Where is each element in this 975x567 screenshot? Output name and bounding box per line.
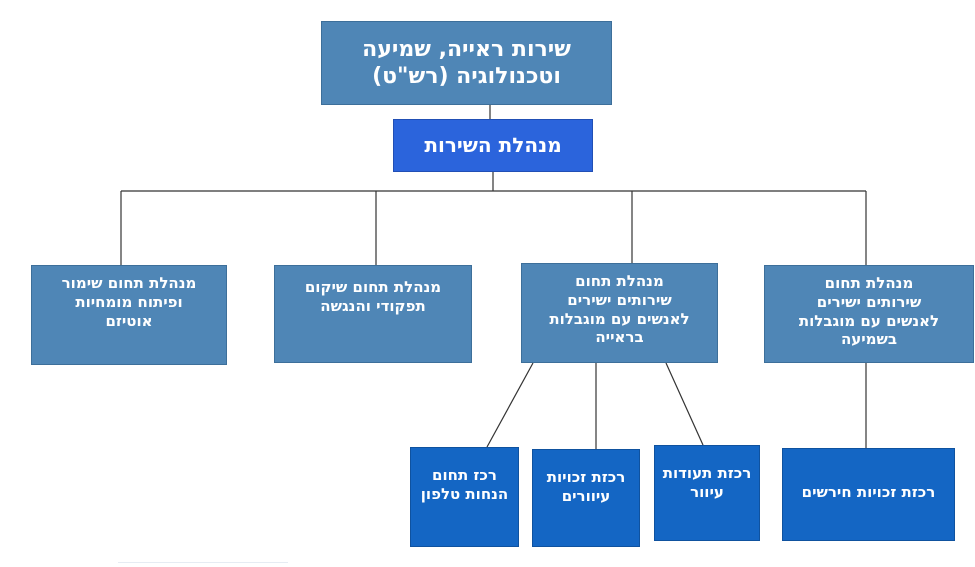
unit-node-deaf-rights-label: רכזת זכויות חירשים xyxy=(801,483,936,501)
unit-node-blind-rights-label: רכזת זכויות עיוורים xyxy=(546,468,626,505)
unit-node-blind-certificates: רכזת תעודות עיוור xyxy=(654,445,760,541)
branch-node-hearing: מנהלת תחום שירותים ישירים לאנשים עם מוגב… xyxy=(764,265,974,363)
branch-node-rehab-label: מנהלת תחום שיקום תפקודי והנגשה xyxy=(304,278,442,315)
branch-node-vision-label: מנהלת תחום שירותים ישירים לאנשים עם מוגב… xyxy=(549,272,690,347)
branch-node-vision: מנהלת תחום שירותים ישירים לאנשים עם מוגב… xyxy=(521,263,718,363)
management-node: מנהלת השירות xyxy=(393,119,593,172)
top-node-service-title: שירות ראייה, שמיעה וטכנולוגיה (רש"ט) xyxy=(321,21,612,105)
branch-node-autism: מנהלת תחום שימור ופיתוח מומחיות אוטיזם xyxy=(31,265,227,365)
unit-node-phone-guidance-label: רכז תחום הנחות טלפון xyxy=(420,466,509,503)
connector-vision-to-phone-guidance xyxy=(486,362,534,448)
branch-node-autism-label: מנהלת תחום שימור ופיתוח מומחיות אוטיזם xyxy=(61,274,197,330)
unit-node-phone-guidance: רכז תחום הנחות טלפון xyxy=(410,447,519,547)
connector-vision-to-blind-certificates xyxy=(665,362,704,446)
top-node-label: שירות ראייה, שמיעה וטכנולוגיה (רש"ט) xyxy=(362,36,571,90)
unit-node-blind-certificates-label: רכזת תעודות עיוור xyxy=(662,464,752,501)
management-node-label: מנהלת השירות xyxy=(424,133,562,157)
branch-node-rehab: מנהלת תחום שיקום תפקודי והנגשה xyxy=(274,265,472,363)
unit-node-deaf-rights: רכזת זכויות חירשים xyxy=(782,448,955,541)
unit-node-blind-rights: רכזת זכויות עיוורים xyxy=(532,449,640,547)
faint-divider xyxy=(118,562,288,563)
branch-node-hearing-label: מנהלת תחום שירותים ישירים לאנשים עם מוגב… xyxy=(798,274,940,349)
